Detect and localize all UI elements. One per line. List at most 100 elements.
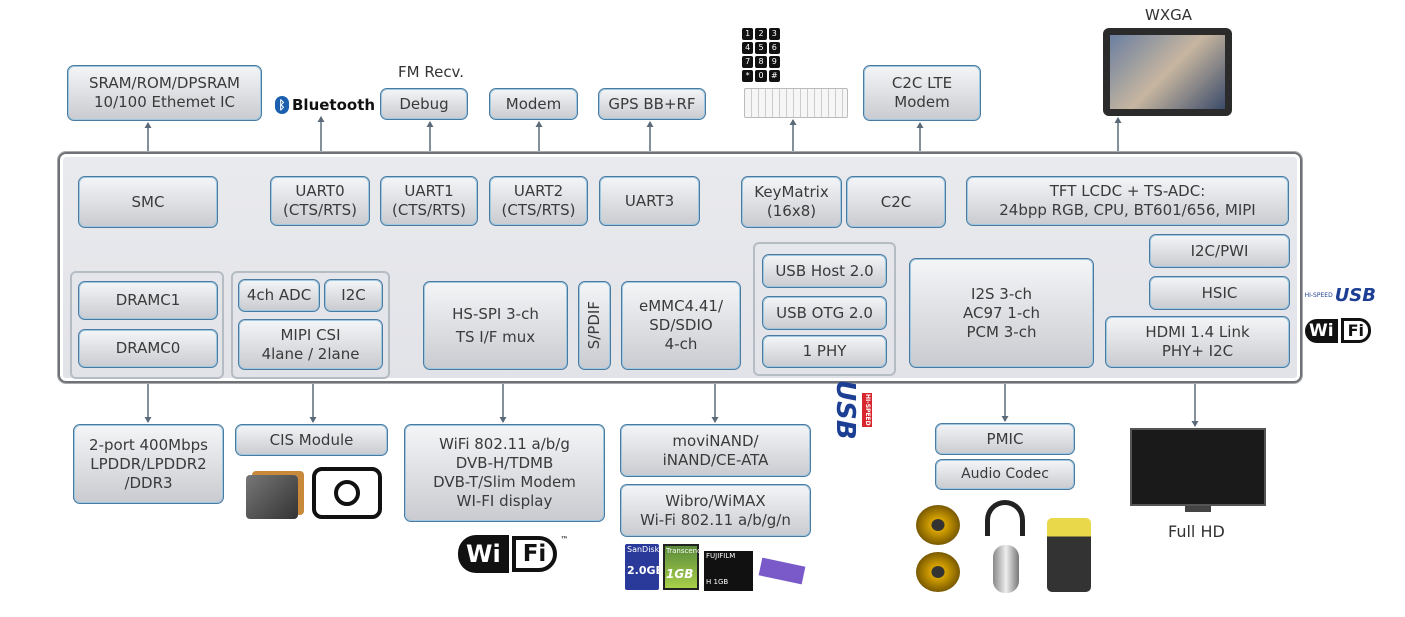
bluetooth-text: Bluetooth <box>292 96 376 114</box>
gps-box: GPS BB+RF <box>598 88 706 120</box>
keypad-key: 0 <box>755 70 767 82</box>
uart1-block: UART1(CTS/RTS) <box>380 176 478 226</box>
label: AC97 1-ch <box>962 303 1041 322</box>
arrowhead <box>1001 416 1009 422</box>
uart3-block: UART3 <box>599 176 700 226</box>
wifi-text: Wi <box>458 535 509 573</box>
label: HS-SPI 3-ch <box>452 304 539 323</box>
arrowhead <box>789 119 797 125</box>
camera-group <box>231 271 390 379</box>
fi-text: Fi <box>511 536 558 572</box>
full-hd-label: Full HD <box>1168 522 1225 541</box>
usb-otg-block: USB OTG 2.0 <box>762 296 887 330</box>
usb-text: USB <box>1334 284 1376 306</box>
keypad-key: 4 <box>742 42 754 54</box>
keypad-key: 1 <box>742 28 754 40</box>
label: TFT LCDC + TS-ADC: <box>1049 182 1206 200</box>
label: 1GB <box>666 566 694 581</box>
label: UART1 <box>404 182 454 200</box>
arrowhead <box>916 122 924 128</box>
label: Wi-Fi 802.11 a/b/g/n <box>640 510 791 529</box>
dramc0-block: DRAMC0 <box>78 329 218 368</box>
label: eMMC4.41/ <box>638 297 724 315</box>
i2c-block: I2C <box>324 279 383 312</box>
label: LPDDR/LPDDR2 <box>90 454 207 473</box>
arrowhead <box>535 121 543 127</box>
c2c-block: C2C <box>846 176 946 228</box>
keypad-key: 9 <box>768 56 780 68</box>
label: 4-ch <box>664 335 698 353</box>
camera-icon <box>312 467 382 519</box>
modem-box: Modem <box>489 88 578 120</box>
label: DVB-T/Slim Modem <box>433 473 576 491</box>
tv-stand <box>1185 506 1211 512</box>
label: MIPI CSI <box>280 325 341 344</box>
smc-block: SMC <box>78 176 218 228</box>
wxga-label: WXGA <box>1145 6 1192 24</box>
label: C2C LTE <box>891 74 953 92</box>
fm-recv-label: FM Recv. <box>398 63 465 81</box>
usb-hi-speed-logo: HI-SPEED USB <box>1300 282 1376 308</box>
headphones-icon <box>985 500 1025 536</box>
spdif-block: S/PDIF <box>578 281 611 370</box>
keypad-key: 6 <box>768 42 780 54</box>
label: Wibro/WiMAX <box>665 491 766 510</box>
keypad-key: 2 <box>755 28 767 40</box>
label: PHY+ I2C <box>1161 342 1234 360</box>
arrowhead <box>1114 117 1122 123</box>
label: FUJIFILM <box>706 552 736 560</box>
label: DVB-H/TDMB <box>455 454 554 472</box>
label: WI-FI display <box>456 492 553 510</box>
label: 10/100 Ethemet IC <box>93 93 236 111</box>
label: /DDR3 <box>124 473 173 492</box>
speaker-icon <box>916 505 960 545</box>
keypad-key: # <box>768 70 780 82</box>
tablet-image <box>1103 28 1232 116</box>
label: 2.0GB <box>627 563 664 577</box>
label: WiFi 802.11 a/b/g <box>439 435 570 453</box>
movinand-box: moviNAND/iNAND/CE-ATA <box>620 424 811 477</box>
label: iNAND/CE-ATA <box>662 450 769 469</box>
usb-phy-block: 1 PHY <box>762 335 887 368</box>
i2c-pwi-block: I2C/PWI <box>1149 234 1290 268</box>
hsic-block: HSIC <box>1149 276 1290 310</box>
label: I2S 3-ch <box>971 284 1032 303</box>
label: SRAM/ROM/DPSRAM <box>89 74 240 92</box>
label: SD/SDIO <box>649 316 713 334</box>
tft-lcdc-block: TFT LCDC + TS-ADC:24bpp RGB, CPU, BT601/… <box>966 176 1289 226</box>
hi-speed-text: HI-SPEED <box>1304 291 1333 299</box>
cis-module-box: CIS Module <box>235 424 388 456</box>
arrowhead <box>646 121 654 127</box>
camera-module-image <box>246 475 298 519</box>
usb-group <box>753 242 896 376</box>
dramc1-block: DRAMC1 <box>78 281 218 320</box>
label: moviNAND/ <box>672 431 759 450</box>
label: (16x8) <box>766 202 817 220</box>
label: H 1GB <box>706 577 729 586</box>
speaker-icon <box>916 552 960 592</box>
usb-host-block: USB Host 2.0 <box>762 254 887 288</box>
arrowhead <box>144 417 152 423</box>
pmic-box: PMIC <box>935 423 1075 455</box>
usb-vertical-logo: USB HI-SPEED <box>830 370 876 450</box>
wifi-logo-right: Wi Fi <box>1305 318 1372 343</box>
hi-speed-text: HI-SPEED <box>862 393 872 427</box>
label: (CTS/RTS) <box>392 201 466 219</box>
label: 2-port 400Mbps <box>89 435 208 454</box>
debug-box: Debug <box>380 88 468 120</box>
audio-codec-box: Audio Codec <box>935 459 1075 490</box>
label: KeyMatrix <box>754 183 829 201</box>
battery-icon <box>1047 518 1091 592</box>
bluetooth-logo: ᛒ Bluetooth <box>275 96 375 114</box>
label: UART0 <box>295 182 345 200</box>
dram-group <box>70 271 224 379</box>
